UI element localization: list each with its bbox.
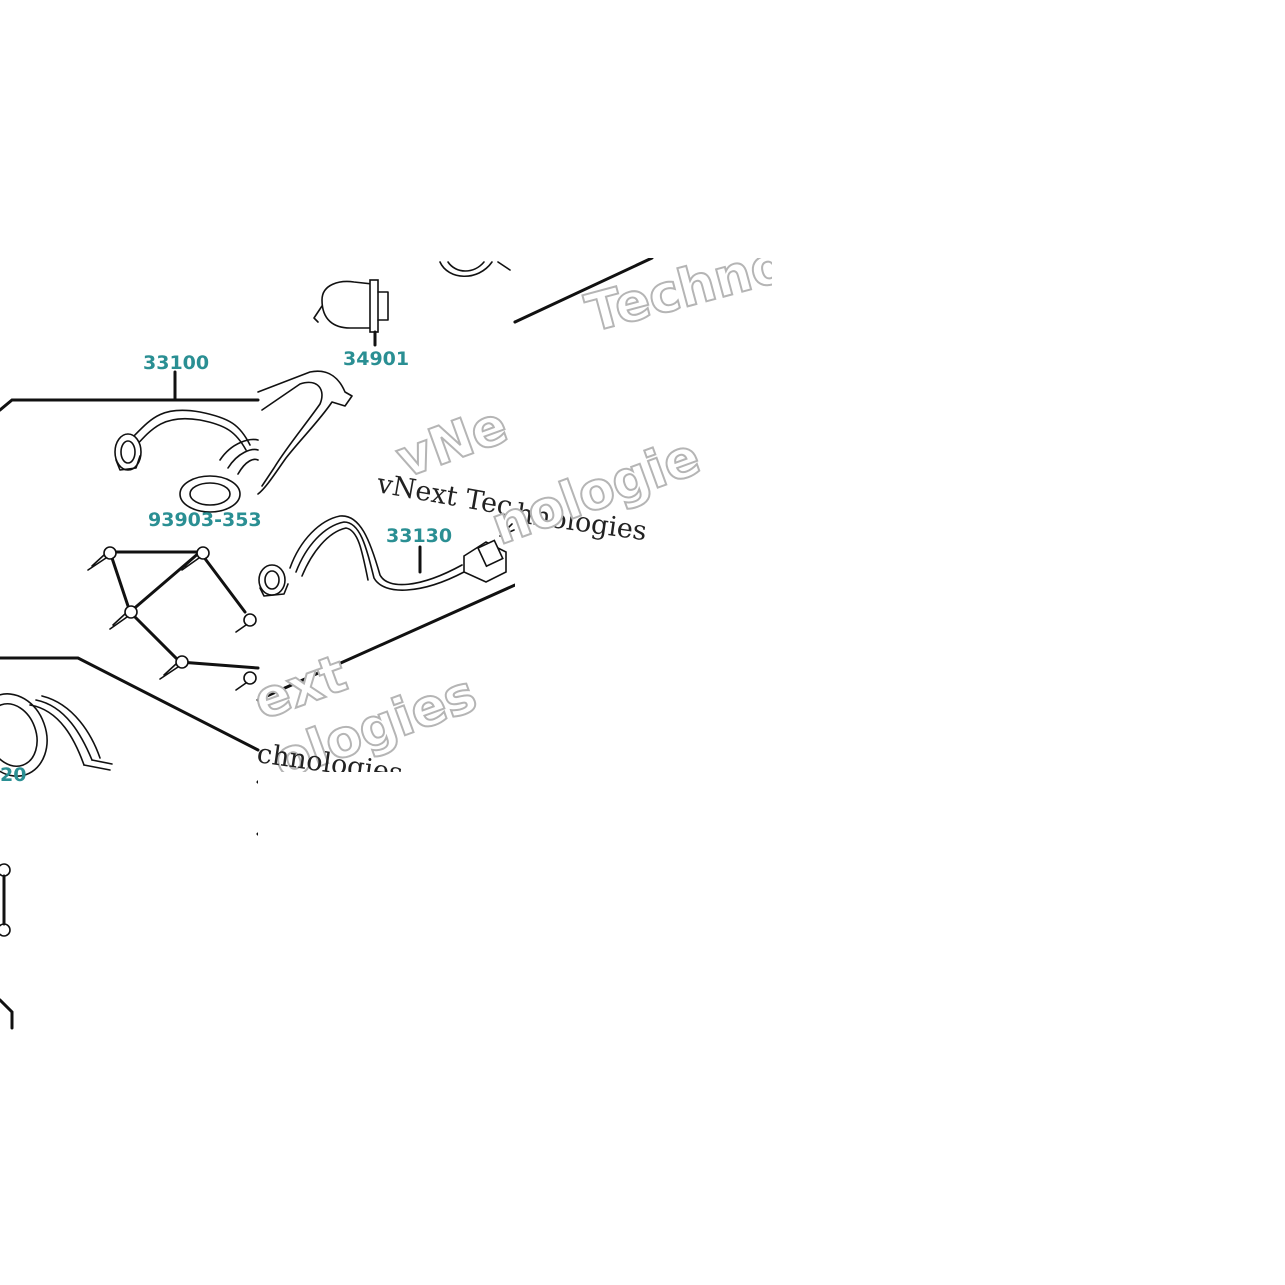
harness-33130-drawing bbox=[258, 515, 515, 597]
label-20-partial[interactable]: 20 bbox=[0, 764, 26, 786]
housing-outline bbox=[257, 370, 353, 495]
screw-icon bbox=[235, 671, 257, 691]
label-34901[interactable]: 34901 bbox=[343, 348, 409, 370]
frame-line-left bbox=[0, 656, 260, 752]
watermark-outline-2: vNe bbox=[389, 395, 515, 490]
screws-93903-group bbox=[87, 546, 260, 691]
screw-icon bbox=[87, 546, 117, 571]
label-33130[interactable]: 33130 bbox=[386, 525, 452, 547]
harness-33100-drawing bbox=[114, 409, 259, 513]
frame-line-middle bbox=[256, 583, 517, 702]
bulb-icon bbox=[313, 279, 389, 333]
screw-pair-drawing bbox=[0, 863, 14, 1030]
label-33100[interactable]: 33100 bbox=[143, 352, 209, 374]
screw-icon bbox=[159, 655, 189, 680]
tile-left: 33100 93903-353 bbox=[0, 352, 270, 1030]
screw-icon bbox=[109, 605, 138, 630]
label-93903[interactable]: 93903-353 bbox=[148, 509, 262, 531]
tile-right-middle: hnologies nologie bbox=[483, 426, 709, 558]
tile-middle-top: 34901 vNext Tec vNe bbox=[257, 261, 517, 523]
leader-33100 bbox=[0, 370, 260, 412]
frame-line-top bbox=[513, 256, 654, 324]
socket-assembly-drawing bbox=[0, 693, 113, 777]
screw-icon bbox=[235, 613, 257, 633]
screw-icon bbox=[181, 546, 210, 571]
tile-middle-bottom: 33130 ext ologies chnologies bbox=[245, 515, 517, 793]
